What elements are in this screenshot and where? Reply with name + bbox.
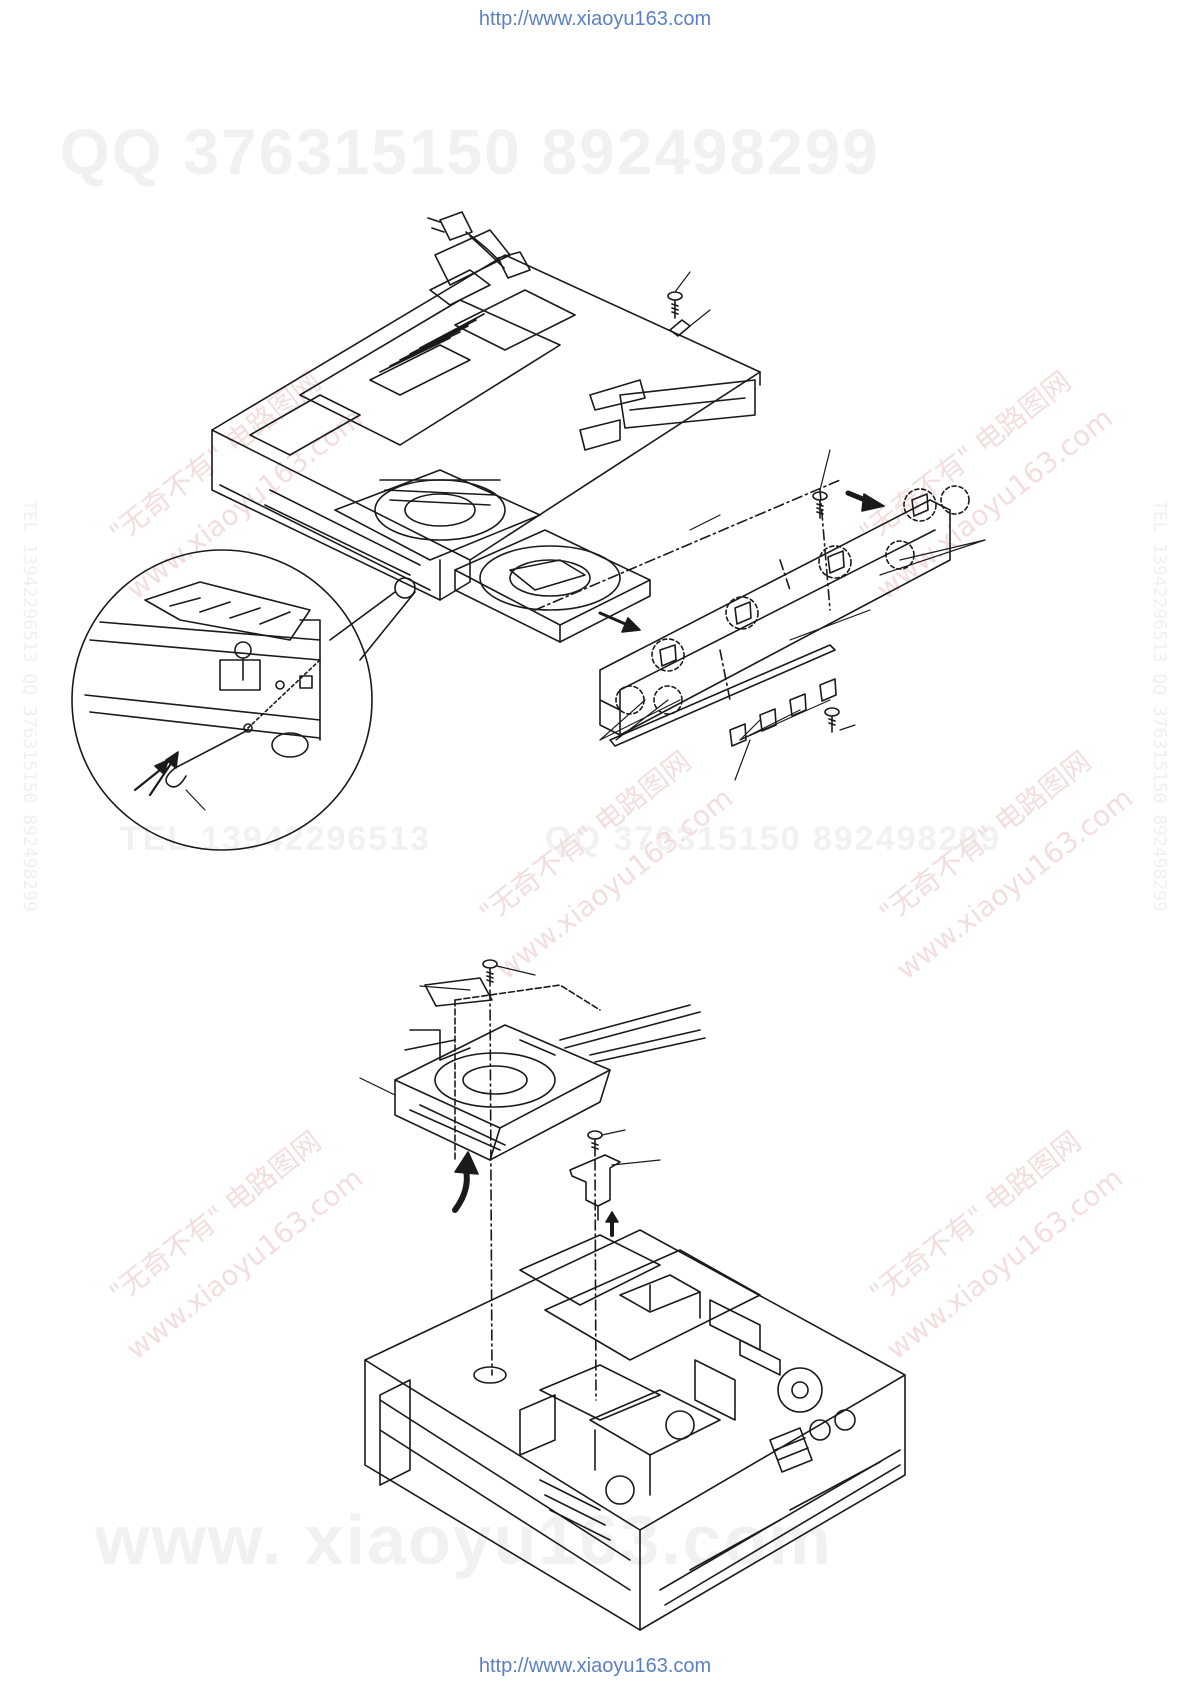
disc-tray-upper: [334, 469, 651, 643]
support-bracket: [569, 1154, 621, 1221]
detail-circle: [71, 549, 416, 851]
screw-lower-b: [587, 1130, 603, 1157]
guide-line-a: [489, 989, 493, 1376]
header-url[interactable]: http://www.xiaoyu163.com: [478, 8, 712, 30]
watermark-qq-top: QQ 376315150 892498299: [60, 116, 880, 188]
chassis-lower: [364, 1229, 906, 1631]
screw-lower-a: [482, 959, 498, 987]
screw-upper-b: [812, 491, 828, 519]
lift-arrow-bracket: [605, 1211, 619, 1237]
leader-lines-lower: [359, 965, 661, 1166]
footer-url[interactable]: http://www.xiaoyu163.com: [478, 1655, 712, 1677]
tape-piece: [424, 977, 493, 1007]
screw-upper-c: [824, 707, 840, 733]
leader-lines-upper: [599, 271, 986, 781]
chassis-upper: [211, 229, 761, 601]
watermark-qq-mid: QQ 376315150 892498299: [545, 820, 1002, 858]
disc-drive-unit: [394, 984, 706, 1161]
upper-figure: [71, 211, 986, 851]
guide-line-b: [594, 1159, 597, 1401]
watermark-site-bottom: www. xiaoyu163.com: [95, 1501, 833, 1579]
panel-arrow: [845, 490, 885, 512]
watermark-tel-mid: TEL 13942296513: [120, 820, 432, 858]
tray-arrow: [598, 611, 641, 633]
screw-upper-a: [667, 291, 683, 319]
spring-clip: [669, 319, 691, 337]
lower-figure: [359, 959, 906, 1631]
lift-arrow-drive: [452, 1151, 479, 1213]
power-plug: [427, 211, 531, 279]
